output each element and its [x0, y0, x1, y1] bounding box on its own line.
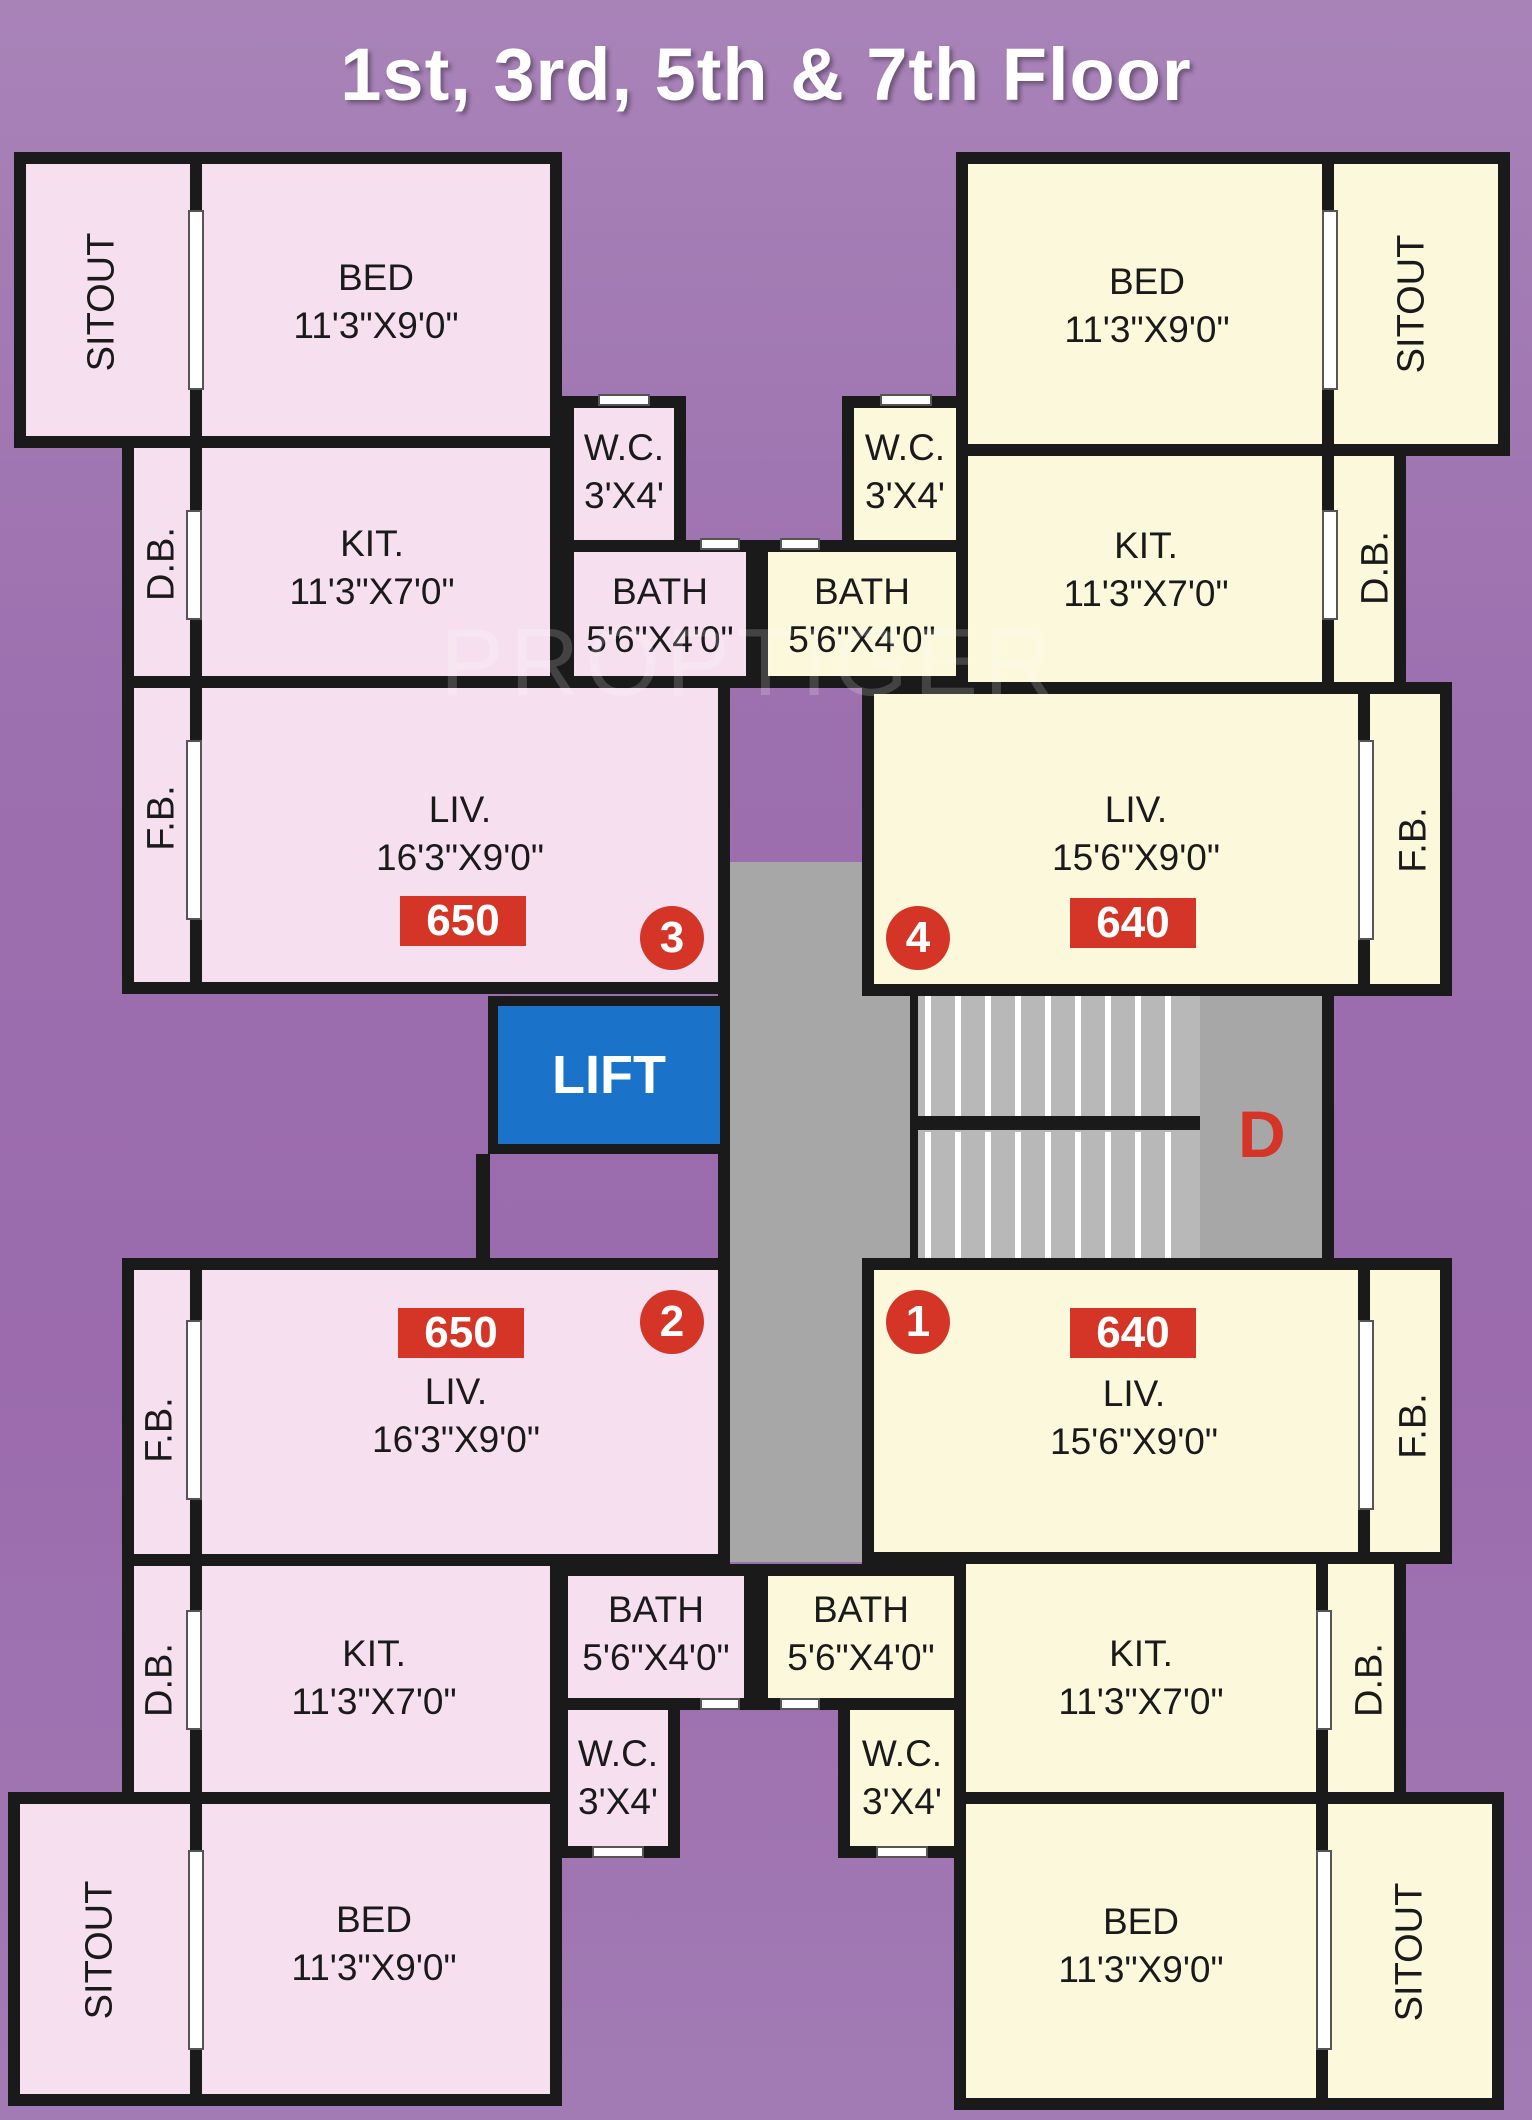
watermark: PROPTIGER [440, 609, 1060, 716]
lift-label: LIFT [552, 1045, 666, 1105]
window-flat3-db [186, 510, 202, 620]
flat3-bath [562, 540, 758, 688]
flat2-sitout-label: SITOUT [78, 1880, 121, 2020]
window-flat1-wc [876, 1846, 928, 1858]
window-flat1-db [1316, 1610, 1332, 1730]
window-flat4-bath [780, 538, 820, 550]
corridor-lower [728, 1392, 868, 1562]
flat1-liv-label: LIV.15'6"X9'0" [1050, 1373, 1218, 1462]
flat4-wc-label: W.C.3'X4' [864, 427, 946, 516]
flat4-fb-label: F.B. [1392, 807, 1435, 873]
flat2-wc [556, 1698, 680, 1858]
flat1-bed [954, 1792, 1328, 2110]
flat2-liv-label: LIV.16'3"X9'0" [372, 1371, 540, 1460]
shaft-wall [476, 1154, 490, 1258]
lobby [728, 980, 910, 1270]
core-wall-stair [1322, 996, 1334, 1260]
flat3-number: 3 [640, 906, 704, 970]
flat3-sitout-label: SITOUT [80, 232, 123, 372]
flat3-area-badge: 650 [400, 896, 526, 946]
window-flat4-wc [880, 394, 932, 406]
flat2-wc-label: W.C.3'X4' [577, 1733, 659, 1822]
flat3-liv-label: LIV.16'3"X9'0" [376, 789, 544, 878]
window-flat2-bath [700, 1698, 740, 1710]
flat4-kit-label: KIT.11'3"X7'0" [1063, 525, 1229, 614]
flat2-kit [190, 1554, 562, 1804]
stair-label: D [1238, 1097, 1286, 1171]
flat4-area-badge: 640 [1070, 898, 1196, 948]
window-flat1-fb [1358, 1320, 1374, 1510]
flat4-number: 4 [886, 906, 950, 970]
flat1-number: 1 [886, 1290, 950, 1354]
window-flat2-fb [186, 1320, 202, 1500]
flat2-db-label: D.B. [138, 1643, 181, 1717]
window-flat2-wc [592, 1846, 644, 1858]
window-flat4-db [1322, 510, 1338, 620]
flat1-sitout-label: SITOUT [1388, 1882, 1431, 2022]
flat4-liv-label: LIV.15'6"X9'0" [1052, 789, 1220, 878]
flat1-wc [838, 1698, 966, 1858]
flat2-bath [556, 1564, 756, 1710]
flat1-db [1316, 1552, 1406, 1804]
flat2-number: 2 [640, 1290, 704, 1354]
window-flat3-wc [598, 394, 650, 406]
flat1-db-label: D.B. [1348, 1643, 1391, 1717]
window-flat2-sitout [188, 1850, 204, 2050]
flat1-wc-label: W.C.3'X4' [861, 1733, 943, 1822]
window-flat2-db [186, 1610, 202, 1730]
flat3-fb-label: F.B. [140, 785, 183, 851]
flat2-fb-label: F.B. [138, 1397, 181, 1463]
flat1-area-badge: 640 [1070, 1308, 1196, 1358]
flat3-db-label: D.B. [140, 527, 183, 601]
flat4-db-label: D.B. [1354, 531, 1397, 605]
window-flat1-bath [780, 1698, 820, 1710]
flat1-kit-label: KIT.11'3"X7'0" [1058, 1633, 1224, 1722]
window-flat1-sitout [1316, 1850, 1332, 2050]
window-flat3-bath [700, 538, 740, 550]
flat3-kit-label: KIT.11'3"X7'0" [289, 523, 455, 612]
flat4-sitout [1322, 152, 1510, 456]
window-flat4-fb [1358, 740, 1374, 940]
flat1-fb-label: F.B. [1392, 1393, 1435, 1459]
flat2-kit-label: KIT.11'3"X7'0" [291, 1633, 457, 1722]
window-flat3-fb [186, 740, 202, 920]
window-flat4-sitout [1322, 210, 1338, 390]
lift: LIFT [488, 996, 730, 1154]
flat4-sitout-label: SITOUT [1390, 234, 1433, 374]
flat3-wc [562, 396, 686, 552]
flat2-area-badge: 650 [398, 1308, 524, 1358]
floor-title: 1st, 3rd, 5th & 7th Floor [340, 33, 1192, 116]
stair-landing [1200, 996, 1326, 1258]
flat3-wc-label: W.C.3'X4' [583, 427, 665, 516]
flat2-bed [190, 1792, 562, 2106]
staircase [910, 996, 1200, 1258]
window-flat3-sitout [188, 210, 204, 390]
flat3-kit [190, 436, 562, 688]
stair-treads [910, 996, 1200, 1258]
